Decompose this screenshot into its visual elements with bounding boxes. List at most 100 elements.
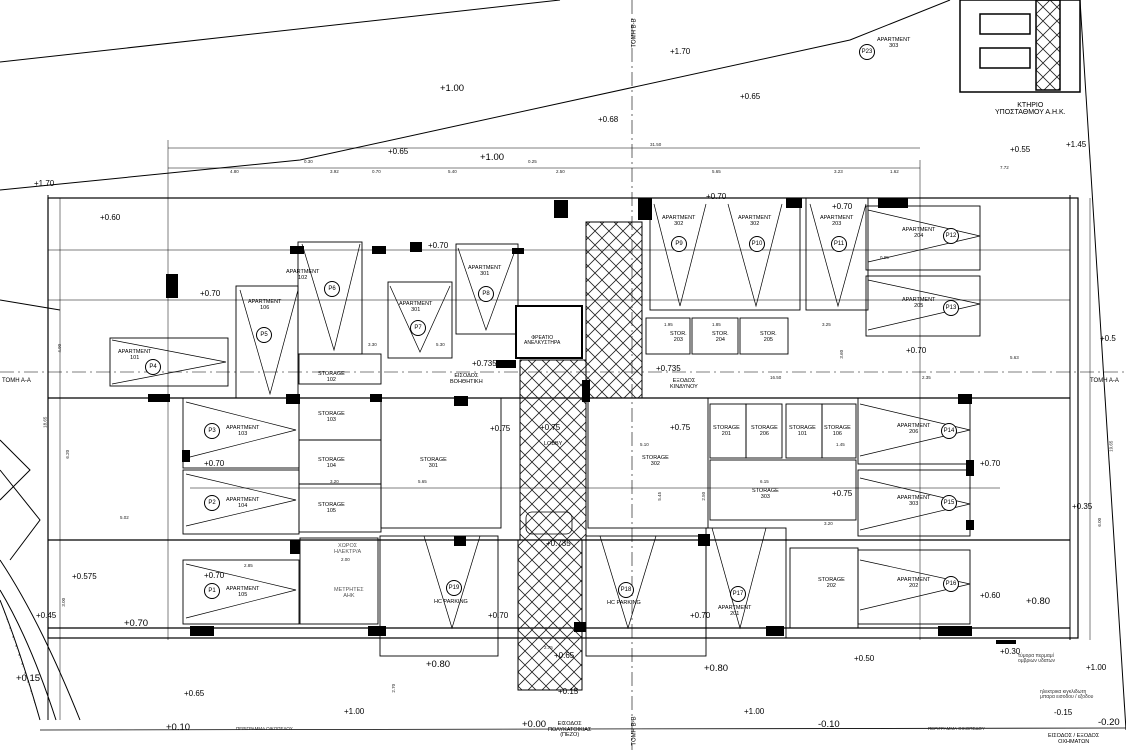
parking-p17: P17 (730, 586, 746, 602)
parking-p10: P10 (749, 236, 765, 252)
level-marker: +0.70 (706, 192, 727, 201)
dimension-text: 2.50 (701, 491, 707, 501)
dimension-text: 5.45 (657, 491, 663, 501)
left-units (109, 241, 519, 625)
level-marker: +0.35 (1072, 502, 1093, 511)
level-marker: +0.75 (832, 489, 853, 498)
dimension-text: 5.40 (448, 169, 457, 174)
level-marker: +0.70 (204, 459, 225, 468)
level-marker: +0.70 (832, 202, 853, 211)
parking-p1: P1 (204, 583, 220, 599)
level-marker: +0.70 (200, 289, 221, 298)
level-marker: +0.65 (740, 92, 761, 101)
level-marker: -0.15 (1054, 708, 1073, 717)
parked-vehicle (525, 511, 573, 535)
level-marker: +0.80 (426, 659, 451, 670)
dimension-text: 4.80 (230, 169, 239, 174)
level-marker: +0.75 (540, 423, 561, 432)
level-marker: +1.45 (1066, 140, 1087, 149)
level-marker: +0.735 (656, 364, 681, 373)
level-marker: +0.65 (554, 651, 575, 660)
dimension-text: 3.25 (822, 322, 831, 327)
dimension-lines (59, 140, 1091, 720)
substation (959, 0, 1081, 93)
section-bb-top-label: ΤΟΜΗ Β-Β (631, 18, 638, 48)
dimension-text: 5.65 (418, 479, 427, 484)
parking-p18: P18 (618, 582, 634, 598)
level-marker: +0.70 (980, 459, 1001, 468)
dimension-text: 2.85 (244, 563, 253, 568)
level-marker: +1.70 (34, 179, 55, 188)
section-aa-left-label: ΤΟΜΗ Α-Α (2, 378, 31, 384)
dimension-text: 3.92 (330, 169, 339, 174)
parking-p7: P7 (410, 320, 426, 336)
level-marker: +0.70 (428, 241, 449, 250)
level-marker: +0.15 (16, 673, 41, 684)
level-marker: +1.00 (344, 707, 365, 716)
parking-p8: P8 (478, 286, 494, 302)
level-marker: +0.75 (670, 423, 691, 432)
parking-p2: P2 (204, 495, 220, 511)
parking-p19: P19 (446, 580, 462, 596)
dimension-text: 1.85 (712, 322, 721, 327)
level-marker: -0.10 (818, 719, 840, 730)
parking-p15: P15 (941, 495, 957, 511)
dimension-text: 3.60 (839, 349, 845, 359)
parking-p14: P14 (941, 423, 957, 439)
stor-203-label: STOR.203 (670, 331, 687, 343)
dimension-text: 2.35 (922, 375, 931, 380)
stair-core (515, 221, 643, 691)
level-marker: +0.65 (388, 147, 409, 156)
section-bb-bottom-label: ΤΟΜΗ Β-Β (631, 716, 638, 746)
parking-p4: P4 (145, 359, 161, 375)
level-marker: +1.00 (1086, 663, 1107, 672)
parking-p9: P9 (671, 236, 687, 252)
dimension-text: 6.20 (65, 449, 71, 459)
stor-205-label: STOR.205 (760, 331, 777, 343)
level-marker: +0.5 (1100, 334, 1116, 343)
dimension-text: 2.70 (391, 683, 397, 693)
level-marker: +0.65 (184, 689, 205, 698)
level-marker: +0.30 (1000, 647, 1021, 656)
level-marker: +1.00 (480, 152, 505, 163)
level-marker: +0.735 (546, 539, 571, 548)
dimension-text: 7.72 (1000, 165, 1009, 170)
dimension-text: 3.30 (368, 342, 377, 347)
dimension-text: 0.30 (304, 159, 313, 164)
level-marker: +0.80 (1026, 596, 1051, 607)
plot-boundary-1-label: ΠΕΡΙΓΡΑΜΜΑ ΟΙΚΟΠΕΔΟΥ (236, 726, 293, 731)
level-marker: +0.70 (488, 611, 509, 620)
stor-204-label: STOR.204 (712, 331, 729, 343)
dimension-text: 5.10 (640, 442, 649, 447)
right-units (299, 197, 981, 657)
hc-parking-1-label: HC PARKING (434, 599, 468, 605)
level-marker: +0.75 (490, 424, 511, 433)
parking-p12: P12 (943, 228, 959, 244)
dimension-text: 5.63 (1010, 355, 1019, 360)
level-marker: +0.70 (204, 571, 225, 580)
